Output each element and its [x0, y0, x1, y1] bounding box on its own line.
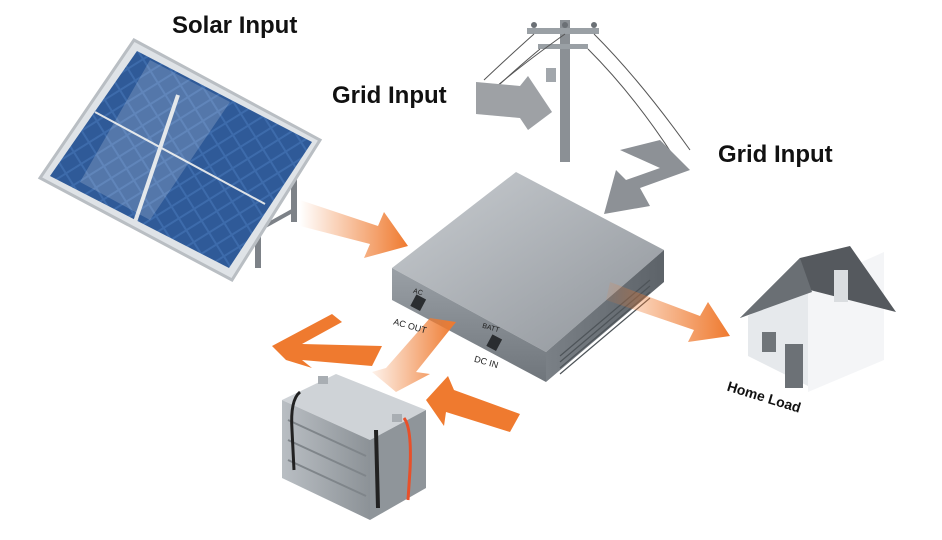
- home-flow-arrow: [606, 282, 730, 342]
- house-icon: [740, 246, 896, 392]
- inverter-box-icon: [392, 172, 664, 382]
- dc-in-arrow: [426, 376, 520, 432]
- utility-pole-icon: [483, 20, 691, 162]
- grid-arrow-left: [476, 76, 552, 130]
- charge-arrow: [372, 318, 456, 392]
- grid-input-label-left: Grid Input: [332, 82, 447, 109]
- ac-out-arrow: [272, 314, 382, 368]
- grid-input-label-right: Grid Input: [718, 141, 833, 168]
- solar-flow-arrow: [300, 200, 408, 258]
- solar-input-label: Solar Input: [172, 12, 298, 39]
- battery-icon: [282, 374, 426, 520]
- grid-arrow-right: [604, 140, 690, 214]
- solar-panel-icon: [37, 38, 323, 282]
